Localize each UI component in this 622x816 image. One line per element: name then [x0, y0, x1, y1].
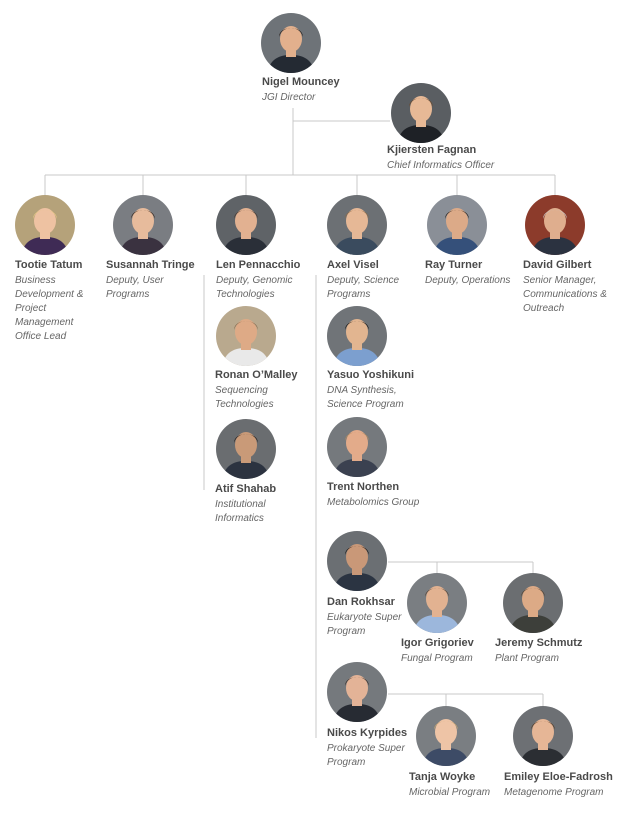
- person-photo: [427, 195, 487, 255]
- person-name: Atif Shahab: [215, 483, 277, 495]
- person-title: Plant Program: [495, 653, 559, 664]
- person-name: Emiley Eloe-Fadrosh: [504, 771, 613, 783]
- person-title: Eukaryote Super Program: [327, 612, 402, 637]
- person-photo: [216, 419, 276, 479]
- person-photo: [327, 195, 387, 255]
- person-title: Deputy, Operations: [425, 275, 511, 286]
- person-name: Nikos Kyrpides: [327, 727, 408, 739]
- person-name: Susannah Tringe: [106, 259, 195, 271]
- person-title: JGI Director: [262, 92, 316, 103]
- person-name: David Gilbert: [523, 259, 592, 271]
- person-photo: [503, 573, 563, 633]
- person-name: Nigel Mouncey: [262, 76, 340, 88]
- person-photo: [327, 306, 387, 366]
- person-title: Senior Manager, Communications & Outreac…: [523, 275, 607, 314]
- person-name: Dan Rokhsar: [327, 596, 395, 608]
- person-title: Business Development & Project Managemen…: [15, 275, 84, 342]
- person-title: Sequencing Technologies: [215, 385, 274, 410]
- person-name: Yasuo Yoshikuni: [327, 369, 415, 381]
- person-photo: [327, 417, 387, 477]
- person-name: Tootie Tatum: [15, 259, 83, 271]
- person-photo: [216, 306, 276, 366]
- person-photo: [407, 573, 467, 633]
- person-title: Metabolomics Group: [327, 497, 420, 508]
- person-title: Chief Informatics Officer: [387, 160, 495, 171]
- person-name: Jeremy Schmutz: [495, 637, 583, 649]
- person-photo: [15, 195, 75, 255]
- person-name: Trent Northen: [327, 481, 400, 493]
- person-name: Ray Turner: [425, 259, 483, 271]
- person-title: Metagenome Program: [504, 787, 604, 798]
- person-photo: [327, 531, 387, 591]
- person-name: Axel Visel: [327, 259, 379, 271]
- person-title: Microbial Program: [409, 787, 491, 798]
- person-photo: [525, 195, 585, 255]
- person-name: Igor Grigoriev: [401, 637, 474, 649]
- person-photo: [513, 706, 573, 766]
- person-photo: [391, 83, 451, 143]
- person-name: Ronan O’Malley: [215, 369, 298, 381]
- person-title: Fungal Program: [401, 653, 473, 664]
- person-photo: [327, 662, 387, 722]
- person-photo: [216, 195, 276, 255]
- person-name: Len Pennacchio: [216, 259, 301, 271]
- person-photo: [261, 13, 321, 73]
- person-title: Deputy, User Programs: [106, 275, 164, 300]
- person-name: Tanja Woyke: [409, 771, 476, 783]
- person-title: DNA Synthesis, Science Program: [327, 385, 404, 410]
- person-name: Kjiersten Fagnan: [387, 144, 477, 156]
- person-photo: [416, 706, 476, 766]
- person-title: Institutional Informatics: [215, 499, 266, 524]
- person-title: Deputy, Genomic Technologies: [216, 275, 293, 300]
- person-title: Prokaryote Super Program: [327, 743, 405, 768]
- person-title: Deputy, Science Programs: [327, 275, 400, 300]
- person-photo: [113, 195, 173, 255]
